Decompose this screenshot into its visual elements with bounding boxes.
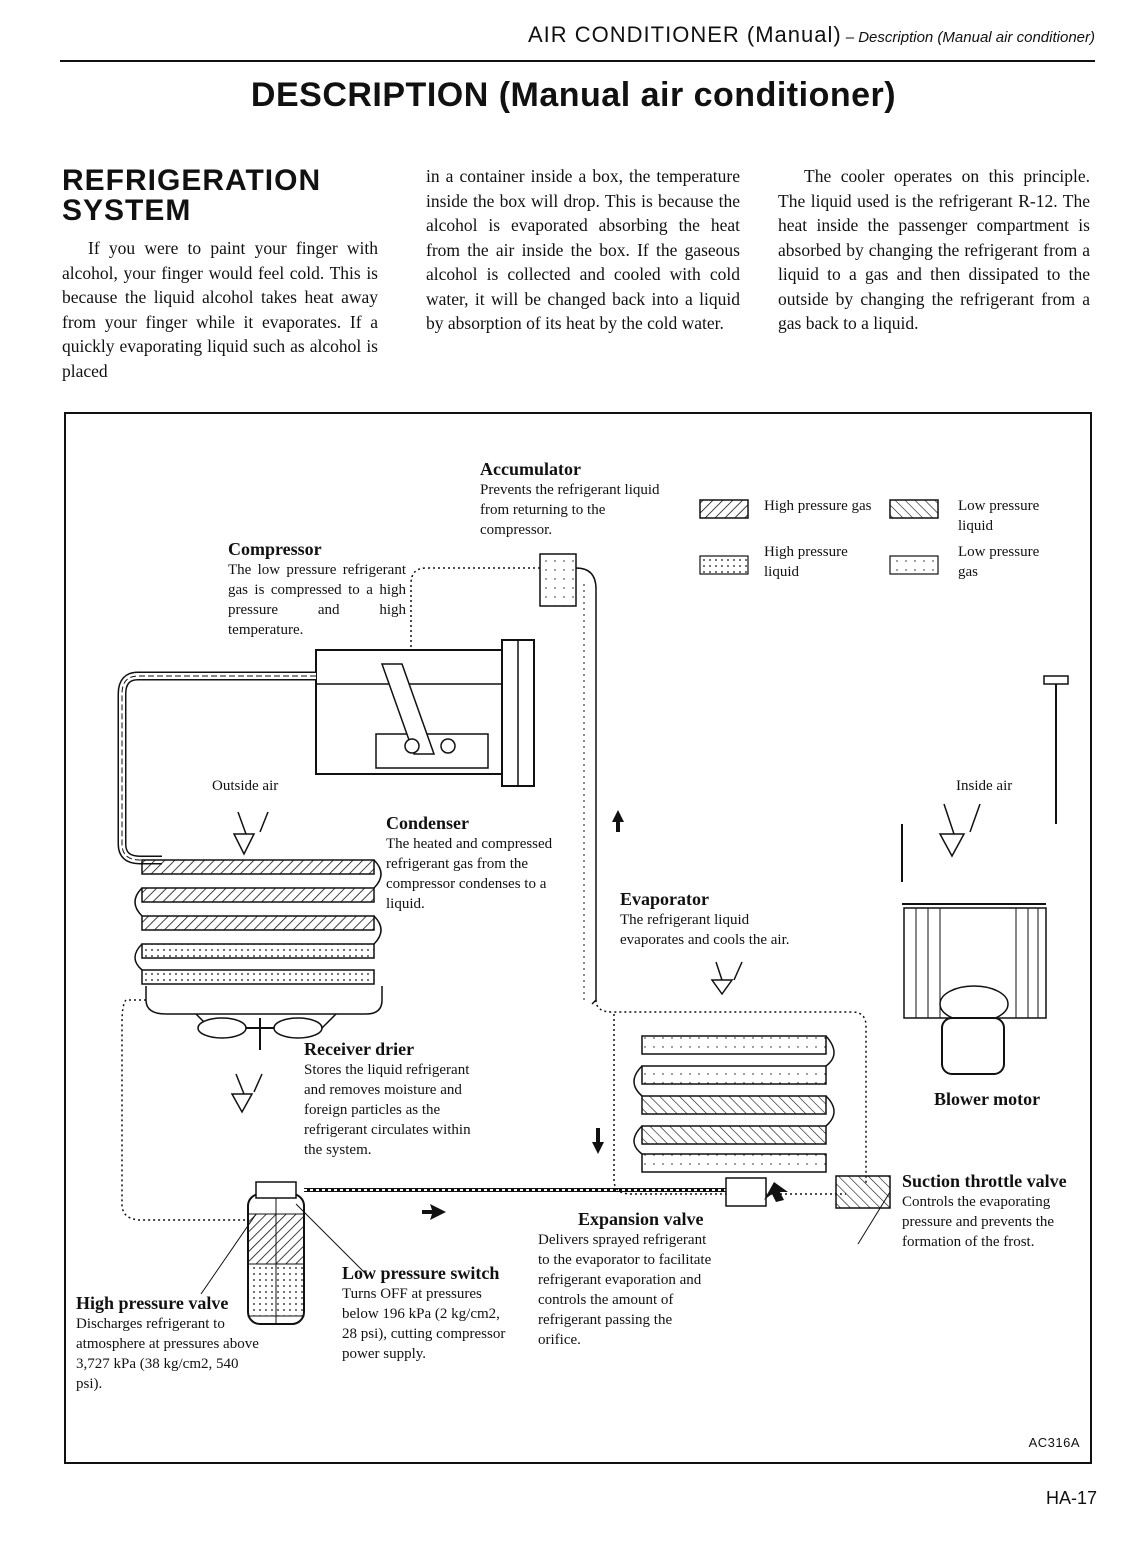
accumulator-title: Accumulator [480, 459, 581, 479]
page-header: AIR CONDITIONER (Manual) – Description (… [60, 22, 1095, 62]
compressor-body [315, 639, 535, 787]
outside-air-label: Outside air [212, 778, 279, 794]
section-heading: REFRIGERATION SYSTEM [62, 166, 321, 226]
evaporator-label: Evaporator The refrigerant liquid evapor… [620, 888, 800, 950]
compressor-title: Compressor [228, 539, 322, 559]
evaporator-air-arrow-icon [710, 961, 743, 996]
high-pressure-valve-label: High pressure valve Discharges refrigera… [76, 1292, 260, 1394]
evaporator-desc: The refrigerant liquid evaporates and co… [620, 912, 790, 948]
discharge-line [117, 671, 316, 865]
condenser-title: Condenser [386, 813, 470, 833]
body-column-2: in a container inside a box, the tempera… [426, 166, 740, 333]
high-pressure-valve-title: High pressure valve [76, 1293, 229, 1313]
expansion-valve-body [725, 1177, 767, 1207]
legend-low-pressure-liquid: Low pressure liquid [958, 498, 1040, 534]
figure-id: AC316A [1028, 1435, 1080, 1450]
suction-throttle-valve-body [835, 1175, 891, 1209]
suction-line [410, 567, 540, 650]
blower-fan [902, 903, 1047, 1023]
inside-air-arrow-icon [938, 803, 981, 858]
condenser-coil [134, 859, 383, 1015]
header-subtitle: – Description (Manual air conditioner) [845, 29, 1095, 46]
outside-air-arrow-icon [232, 811, 269, 856]
section-heading-line2: SYSTEM [62, 194, 192, 227]
high-pressure-valve-desc: Discharges refrigerant to atmosphere at … [76, 1316, 259, 1392]
low-pressure-switch-desc: Turns OFF at pressures below 196 kPa (2 … [342, 1286, 506, 1362]
legend-swatches [699, 499, 939, 575]
liquid-line-left [121, 999, 254, 1221]
legend-high-pressure-gas: High pressure gas [764, 498, 872, 514]
header-title: AIR CONDITIONER (Manual) [528, 22, 842, 47]
receiver-drier-canister [247, 1181, 305, 1325]
body-column-3: The cooler operates on this principle. T… [778, 166, 1090, 333]
low-pressure-switch-label: Low pressure switch Turns OFF at pressur… [342, 1262, 514, 1364]
condenser-desc: The heated and compressed refrigerant ga… [386, 836, 553, 912]
page-number: HA-17 [1045, 1488, 1097, 1508]
diagram-drawing [117, 499, 1069, 1325]
receiver-drier-desc: Stores the liquid refrigerant and remove… [304, 1062, 471, 1158]
section-heading-line1: REFRIGERATION [62, 164, 322, 197]
compressor-label: Compressor The low pressure refrigerant … [228, 538, 406, 640]
evaporator-title: Evaporator [620, 889, 709, 909]
low-pressure-switch-title: Low pressure switch [342, 1263, 500, 1283]
accumulator-desc: Prevents the refrigerant liquid from ret… [480, 482, 660, 538]
accumulator-label: Accumulator Prevents the refrigerant liq… [480, 458, 660, 540]
inside-air-label: Inside air [956, 778, 1013, 794]
suction-throttle-valve-label: Suction throttle valve Controls the evap… [902, 1170, 1092, 1252]
body-column-1: If you were to paint your finger with al… [62, 238, 378, 381]
blower-motor-label: Blower motor [934, 1089, 1041, 1109]
flow-arrows [422, 810, 788, 1220]
receiver-drier-label: Receiver drier Stores the liquid refrige… [304, 1038, 474, 1160]
legend-low-pressure-gas: Low pressure gas [958, 544, 1040, 580]
receiver-drier-title: Receiver drier [304, 1039, 415, 1059]
evaporator-core [595, 999, 867, 1195]
suction-throttle-valve-title: Suction throttle valve [902, 1171, 1067, 1191]
expansion-valve-desc: Delivers sprayed refrigerant to the evap… [538, 1232, 712, 1348]
legend-high-pressure-liquid: High pressure liquid [764, 544, 848, 580]
fan-air-arrow-icon [230, 1073, 263, 1114]
expansion-valve-label: Expansion valve Delivers sprayed refrige… [538, 1208, 718, 1350]
page-title: DESCRIPTION (Manual air conditioner) [250, 76, 897, 114]
refrigeration-diagram: High pressure gas Low pressure liquid Hi… [64, 412, 1092, 1464]
condenser-label: Condenser The heated and compressed refr… [386, 812, 562, 914]
expansion-valve-title: Expansion valve [578, 1209, 704, 1229]
condenser-fan-icon [195, 1013, 337, 1050]
blower-motor [941, 1017, 1005, 1075]
suction-throttle-valve-desc: Controls the evaporating pressure and pr… [902, 1194, 1055, 1250]
compressor-desc: The low pressure refrigerant gas is comp… [228, 562, 406, 638]
accumulator-canister [539, 553, 577, 607]
